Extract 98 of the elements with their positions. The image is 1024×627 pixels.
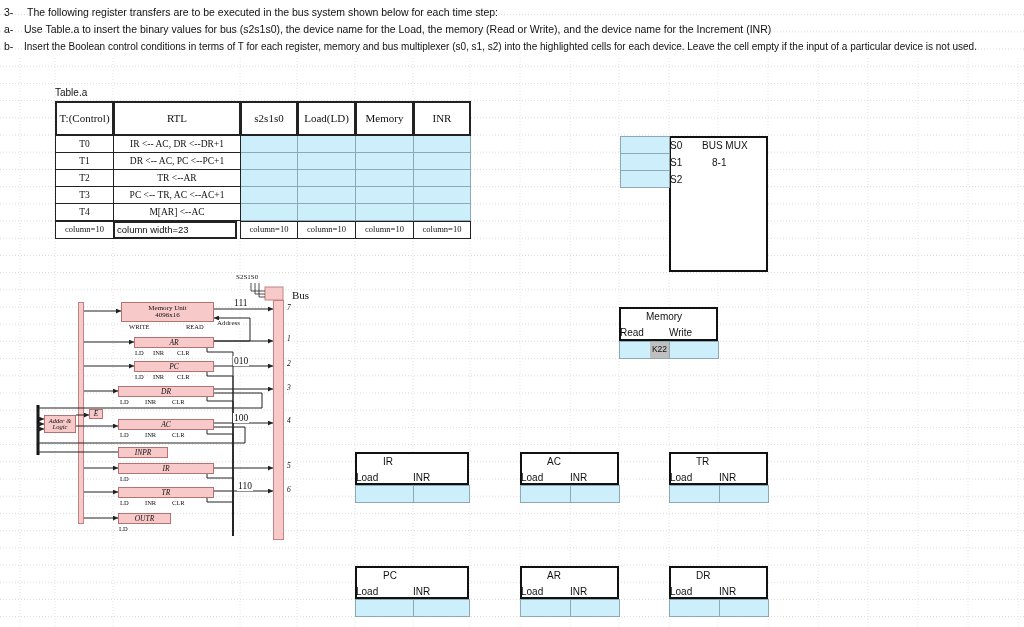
register-box	[355, 566, 469, 599]
table-cell: column=10	[297, 221, 356, 239]
signal-label: INR	[413, 586, 431, 597]
bus-label: Bus	[292, 289, 310, 302]
table-cell: column=10	[55, 221, 114, 239]
column-header: INR	[413, 101, 471, 136]
box-subtitle: 8-1	[712, 157, 727, 168]
table-cell: column=10	[355, 221, 414, 239]
register-box	[118, 463, 214, 474]
column-header: T:(Control)	[55, 101, 114, 136]
signal-label: Read	[620, 327, 644, 338]
edge-label: 111	[233, 298, 249, 309]
signal-label: Load	[356, 472, 379, 483]
arrow	[213, 465, 274, 471]
clock-line	[206, 497, 234, 537]
box-title: BUS MUX	[702, 140, 748, 151]
signal-label: INR	[570, 586, 588, 597]
register-box	[355, 452, 469, 485]
arrow	[213, 306, 274, 312]
instruction-text: The following register transfers are to be executed in the bus system shown below for each time step:	[27, 7, 498, 19]
table-cell: T2	[55, 169, 114, 187]
instruction-text: Insert the Boolean control conditions in terms of T for each register, memory and bus multiplexer (s0, s1, s2) into the highlighted cells for each device. Leave the cell empty if the input of a particular device is not used.	[24, 41, 977, 52]
signal-label: Load	[521, 586, 544, 597]
signal-label: Write	[669, 327, 693, 338]
arrow	[83, 308, 122, 314]
memory-box	[619, 307, 718, 341]
arrow	[83, 339, 135, 345]
arrow	[213, 363, 274, 369]
arrow	[213, 386, 274, 392]
table-caption: Table.a	[55, 87, 88, 98]
box-title: AC	[547, 456, 561, 467]
signal-label: INR	[719, 586, 737, 597]
column-header: RTL	[113, 101, 241, 136]
table-cell: column=10	[240, 221, 298, 239]
register-box	[134, 361, 214, 372]
arrow	[213, 420, 274, 426]
arrow	[83, 363, 135, 369]
register-box	[118, 386, 214, 397]
box-title: PC	[383, 570, 397, 581]
box-title: IR	[383, 456, 393, 467]
multiplexer-box	[669, 136, 768, 272]
flip-flop-box	[89, 409, 103, 419]
arrow	[83, 388, 119, 394]
table-cell: T3	[55, 186, 114, 204]
bus-bar	[78, 302, 84, 524]
edge-label: 010	[233, 356, 250, 367]
bus-bar	[273, 300, 284, 540]
memory-unit-box	[121, 302, 214, 322]
box-title: Memory	[646, 311, 683, 322]
list-marker: a-	[4, 24, 14, 36]
arrow	[213, 315, 251, 342]
signal-label: INR	[570, 472, 588, 483]
register-box	[134, 337, 214, 348]
signal-label: INR	[413, 472, 431, 483]
box-title: AR	[547, 570, 561, 581]
box-title: TR	[696, 456, 710, 467]
signal-label: S0	[670, 140, 683, 151]
register-box	[669, 452, 768, 485]
arrow	[75, 423, 119, 429]
edge-label: 110	[237, 481, 253, 492]
signal-label: INR	[719, 472, 737, 483]
register-box	[118, 513, 171, 524]
list-marker: b-	[4, 41, 14, 53]
table-cell: T1	[55, 152, 114, 170]
arrow	[83, 515, 119, 521]
table-cell: column width=23	[113, 221, 237, 239]
register-box	[118, 487, 214, 498]
table-cell: T4	[55, 203, 114, 221]
register-box	[118, 419, 214, 430]
signal-label: Load	[356, 586, 379, 597]
cell-reference: K22	[650, 342, 669, 358]
table-cell: T0	[55, 135, 114, 153]
edge-label: 100	[233, 413, 250, 424]
arrow	[37, 426, 119, 453]
column-header: s2s1s0	[240, 101, 298, 136]
table-cell: column=10	[413, 221, 471, 239]
signal-label: S1	[670, 157, 683, 168]
column-header: Load(LD)	[297, 101, 356, 136]
arrow	[75, 412, 90, 418]
table-cell: M[AR] <--AC	[113, 203, 241, 221]
arrow	[83, 465, 119, 471]
register-box	[520, 566, 619, 599]
column-header: Memory	[355, 101, 414, 136]
signal-label: Load	[521, 472, 544, 483]
list-marker: 3-	[4, 7, 14, 19]
register-box	[520, 452, 619, 485]
signal-label: S2	[670, 174, 683, 185]
signal-label: Load	[670, 472, 693, 483]
arrow	[83, 489, 119, 495]
instruction-text: Use Table.a to insert the binary values for bus (s2s1s0), the device name for the Load, the memory (Read or Write), and the device name for the Increment (INR)	[24, 24, 772, 36]
signal-label: Load	[670, 586, 693, 597]
arrow	[37, 421, 246, 444]
table-cell: IR <-- AC, DR <--DR+1	[113, 135, 241, 153]
register-box	[669, 566, 768, 599]
box-title: DR	[696, 570, 711, 581]
register-box	[118, 447, 168, 458]
arrow	[37, 392, 263, 422]
arrow	[213, 488, 274, 494]
